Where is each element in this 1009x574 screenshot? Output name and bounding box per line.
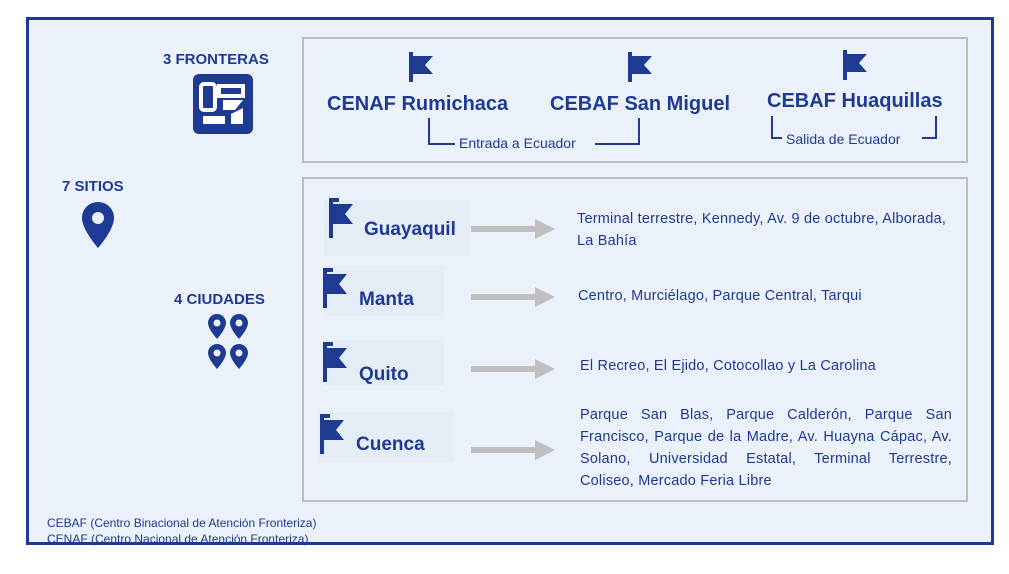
arrow-right-icon <box>471 287 555 307</box>
city-name-guayaquil: Guayaquil <box>364 219 456 240</box>
city-places-quito: El Recreo, El Ejido, Cotocollao y La Car… <box>580 358 876 374</box>
border-name-rumichaca: CENAF Rumichaca <box>327 93 509 115</box>
exit-label: Salida de Ecuador <box>786 131 901 147</box>
flag-icon <box>409 52 435 82</box>
border-name-huaquillas: CEBAF Huaquillas <box>767 90 943 112</box>
flag-icon <box>323 342 349 382</box>
map-pin-icon <box>82 202 114 248</box>
city-places-manta: Centro, Murciélago, Parque Central, Tarq… <box>578 288 862 304</box>
sites-count-label: 7 SITIOS <box>62 178 124 195</box>
exit-bracket <box>770 116 940 148</box>
map-pins-icon <box>208 314 250 370</box>
legend-cebaf: CEBAF (Centro Binacional de Atención Fro… <box>47 516 317 530</box>
flag-icon <box>843 50 869 80</box>
cities-count-label: 4 CIUDADES <box>174 291 265 308</box>
city-pad <box>324 340 444 386</box>
arrow-right-icon <box>471 359 555 379</box>
flag-icon <box>628 52 654 82</box>
borders-count-label: 3 FRONTERAS <box>163 51 269 68</box>
city-name-quito: Quito <box>359 364 409 385</box>
city-places-guayaquil: Terminal terrestre, Kennedy, Av. 9 de oc… <box>577 211 947 249</box>
flag-icon <box>323 268 349 308</box>
legend-cenaf: CENAF (Centro Nacional de Atención Front… <box>47 532 309 546</box>
flag-icon <box>329 198 355 238</box>
flag-icon <box>320 414 346 454</box>
city-name-cuenca: Cuenca <box>356 434 425 455</box>
city-name-manta: Manta <box>359 289 414 310</box>
city-places-cuenca: Parque San Blas, Parque Calderón, Parque… <box>580 407 952 489</box>
entry-bracket <box>427 118 642 154</box>
customs-icon <box>193 74 253 134</box>
arrow-right-icon <box>471 219 555 239</box>
entry-label: Entrada a Ecuador <box>459 135 576 151</box>
arrow-right-icon <box>471 440 555 460</box>
border-name-san-miguel: CEBAF San Miguel <box>550 93 731 115</box>
